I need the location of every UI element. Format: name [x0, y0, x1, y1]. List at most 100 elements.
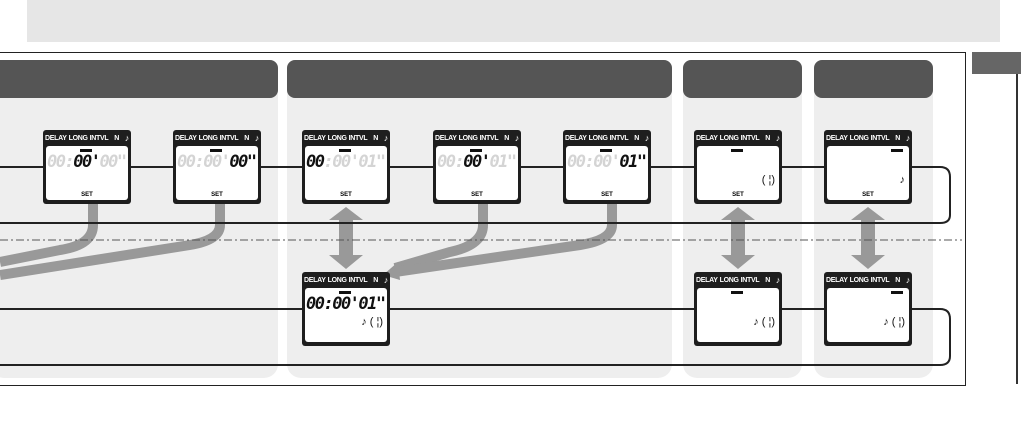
cursor-bar [339, 291, 351, 294]
label-intvl: INTVL [89, 135, 109, 142]
note-icon: ♪ [775, 133, 781, 143]
note-icon: ♪ [514, 133, 520, 143]
cursor-bar [731, 149, 743, 152]
cursor-bar [891, 291, 903, 294]
lcd-digits: 00: [437, 152, 465, 172]
lcd-screen: 00:00'00" SET [46, 146, 128, 200]
lcd-time: 00:00'01" [437, 152, 517, 172]
label-long: LONG [588, 135, 608, 142]
label-delay: DELAY [826, 277, 848, 284]
set-label: SET [601, 192, 613, 198]
lcd-time: 00:00'00" [47, 152, 127, 172]
label-intvl: INTVL [348, 277, 368, 284]
set-label: SET [471, 192, 483, 198]
label-n: N [895, 277, 900, 284]
cursor-bar [80, 149, 92, 152]
label-n: N [895, 135, 900, 142]
label-n: N [765, 135, 770, 142]
page-header-band [27, 0, 1000, 42]
set-label: SET [211, 192, 223, 198]
cursor-bar [600, 149, 612, 152]
lcd-screen: 00:00'01" SET [566, 146, 648, 200]
label-n: N [765, 277, 770, 284]
label-intvl: INTVL [609, 135, 629, 142]
note-icon: ♪ [383, 275, 389, 285]
lcd-digits: 00' [73, 152, 101, 172]
label-long: LONG [458, 135, 478, 142]
set-label: SET [732, 192, 744, 198]
gray-flow-arrow [394, 204, 617, 277]
note-icon: ♪ [254, 133, 260, 143]
section-header [0, 60, 278, 98]
cursor-bar [339, 149, 351, 152]
lcd-time: 00:00'01" [567, 152, 647, 172]
note-icon: ♪ [383, 133, 389, 143]
lcd-screen: ( ¦) SET [697, 146, 779, 200]
note-icon: ♪ [124, 133, 130, 143]
lcd-digits: 00:00' [177, 152, 231, 172]
label-delay: DELAY [304, 277, 326, 284]
label-intvl: INTVL [870, 135, 890, 142]
lcd-screen: ♪ ( ¦) [827, 288, 909, 342]
lcd-time: 00:00'01" [306, 294, 386, 314]
lcd-digits: 00 [306, 152, 325, 172]
label-n: N [114, 135, 119, 142]
label-delay: DELAY [304, 135, 326, 142]
lcd-screen: ♪ SET [827, 146, 909, 200]
lcd-digits: :00'01" [323, 152, 386, 172]
lcd-digits: 00:00' [567, 152, 621, 172]
lcd-aux: ♪ ( ¦) [361, 316, 383, 328]
chapter-tab [972, 52, 1021, 74]
set-label: SET [862, 192, 874, 198]
gray-flow-arrow [393, 204, 488, 273]
lcd-aux: ( ¦) [761, 174, 775, 186]
note-icon: ♪ [775, 275, 781, 285]
label-long: LONG [327, 277, 347, 284]
lcd-digits: 01" [489, 152, 517, 172]
double-arrow [851, 207, 885, 269]
label-long: LONG [719, 135, 739, 142]
label-intvl: INTVL [479, 135, 499, 142]
label-intvl: INTVL [740, 135, 760, 142]
cursor-bar [210, 149, 222, 152]
label-delay: DELAY [696, 277, 718, 284]
lcd-screen: 00:00'01" SET [305, 146, 387, 200]
label-intvl: INTVL [870, 277, 890, 284]
label-long: LONG [327, 135, 347, 142]
label-long: LONG [198, 135, 218, 142]
lcd-time: 00:00'00" [177, 152, 257, 172]
margin-rule [1016, 74, 1018, 384]
label-long: LONG [849, 277, 869, 284]
cursor-bar [731, 291, 743, 294]
section-header [814, 60, 933, 98]
lcd-aux: ♪ [899, 174, 906, 186]
note-icon: ♪ [905, 275, 911, 285]
section-header [683, 60, 802, 98]
set-label: SET [81, 192, 93, 198]
label-long: LONG [719, 277, 739, 284]
gray-flow-arrow [0, 204, 98, 267]
lcd-digits: 00:00'01" [306, 294, 386, 314]
label-delay: DELAY [565, 135, 587, 142]
